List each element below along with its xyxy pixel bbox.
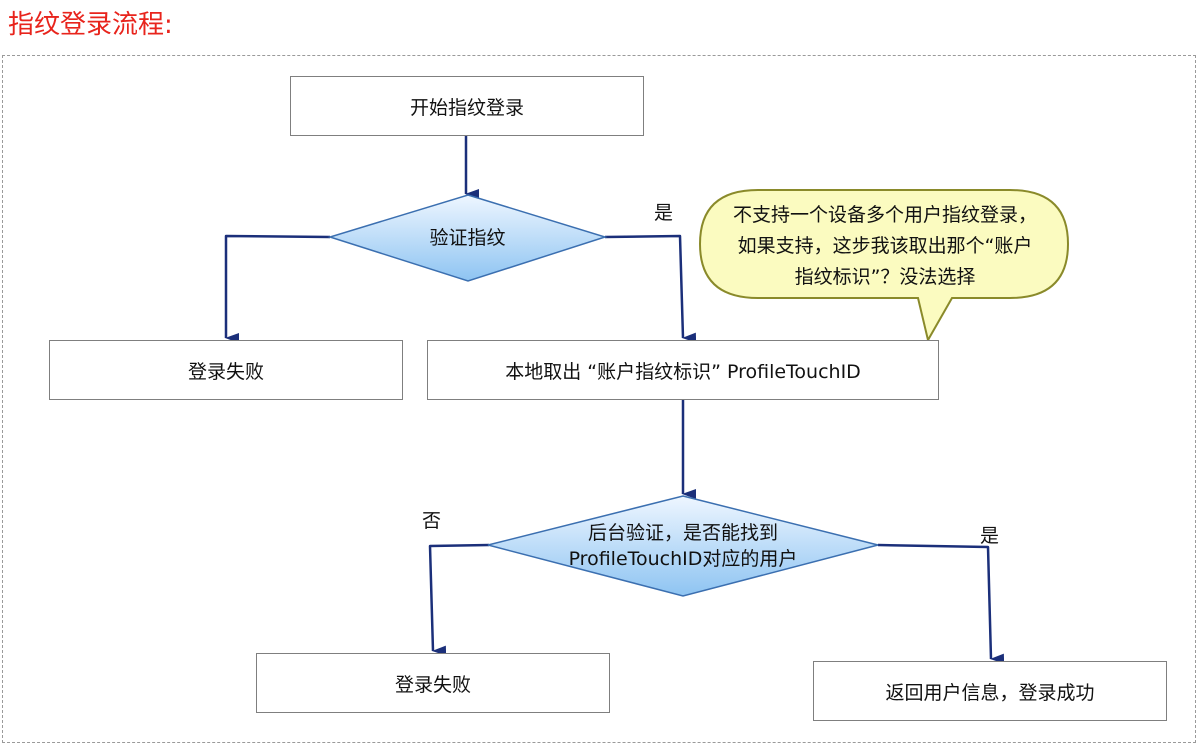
arrow-verify-to-fetch xyxy=(604,234,697,343)
node-fetch-id: 本地取出 “账户指纹标识” ProfileTouchID xyxy=(427,340,939,400)
dashed-frame xyxy=(2,55,1196,743)
diagram-title: 指纹登录流程: xyxy=(8,10,173,40)
node-verify-fingerprint-label: 验证指纹 xyxy=(429,227,506,249)
node-backend-verify-line1: 后台验证，是否能找到 xyxy=(587,522,778,544)
node-backend-verify: 后台验证，是否能找到 ProfileTouchID对应的用户 xyxy=(488,496,878,596)
node-success: 返回用户信息，登录成功 xyxy=(813,661,1167,721)
decision-backend-verify xyxy=(487,495,879,597)
callout-line-2: 如果支持，这步我该取出那个“账户 xyxy=(737,235,1033,257)
callout-line-1: 不支持一个设备多个用户指纹登录， xyxy=(732,204,1037,226)
decision-verify-fingerprint xyxy=(327,194,608,282)
node-verify-fingerprint: 验证指纹 xyxy=(330,195,605,281)
edge-label-no: 否 xyxy=(422,510,442,532)
callout-bubble xyxy=(698,189,1070,343)
arrow-backend-to-success xyxy=(877,543,1005,664)
node-backend-verify-line2: ProfileTouchID对应的用户 xyxy=(568,548,798,570)
arrow-verify-to-fail-left xyxy=(224,234,331,343)
node-fail-left: 登录失败 xyxy=(49,340,403,400)
arrow-backend-to-fail-bottom xyxy=(428,543,490,656)
callout-text: 不支持一个设备多个用户指纹登录， 如果支持，这步我该取出那个“账户 指纹标识”？… xyxy=(700,200,1070,293)
edge-label-yes-bottom: 是 xyxy=(980,525,1000,547)
node-fail-bottom: 登录失败 xyxy=(256,653,610,713)
node-start: 开始指纹登录 xyxy=(290,76,644,136)
callout-line-3: 指纹标识”？没法选择 xyxy=(794,266,976,288)
edge-label-yes-top: 是 xyxy=(654,202,674,224)
